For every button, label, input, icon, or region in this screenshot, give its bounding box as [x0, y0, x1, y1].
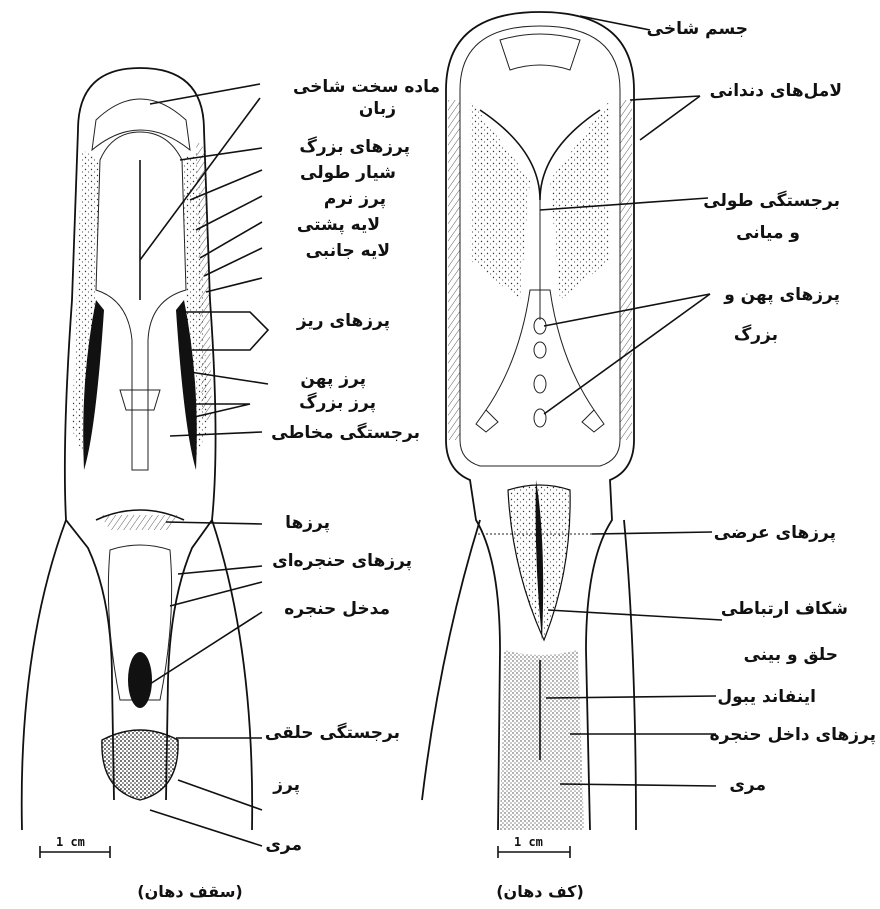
right-papilla-4: [534, 409, 546, 427]
label-esophagus-right: مری: [729, 775, 766, 795]
label-large: بزرگ: [734, 325, 778, 345]
label-papillae: پرزها: [285, 513, 330, 533]
right-lamellae-right: [620, 100, 632, 440]
label-horny-material: ماده سخت شاخی: [293, 77, 440, 97]
label-larynx-entrance: مدخل حنجره: [284, 599, 390, 619]
label-flat-papilla: پرز پهن: [300, 369, 366, 389]
right-stipple-left: [470, 100, 530, 300]
label-lateral-layer: لایه جانبی: [306, 241, 390, 261]
right-papilla-2: [534, 342, 546, 358]
right-lamellae-left: [448, 100, 460, 440]
right-horny-body: [500, 34, 580, 70]
caption-roof: (سقف دهان): [137, 882, 242, 901]
right-papilla-3: [534, 375, 546, 393]
right-side-tab-left: [476, 410, 498, 432]
label-communicating-slit: شکاف ارتباطی: [721, 599, 848, 619]
label-longitudinal-groove: شیار طولی: [300, 163, 396, 183]
label-soft-papilla: پرز نرم: [324, 189, 386, 209]
label-flat-large-papillae: پرزهای پهن و: [723, 285, 840, 305]
right-stipple-right: [550, 100, 610, 300]
right-figure: 1 cm: [422, 12, 636, 858]
label-transverse-papillae: پرزهای عرضی: [714, 523, 836, 543]
left-larynx-opening: [128, 652, 152, 708]
right-infundibulum: [500, 650, 584, 830]
right-scale-label: 1 cm: [514, 835, 543, 849]
left-figure: 1 cm: [22, 68, 253, 858]
label-large-papillae: پرزهای بزرگ: [299, 137, 410, 157]
label-intralaryngeal-papillae: پرزهای داخل حنجره: [710, 725, 876, 745]
label-infundibulum: اینفاند یبول: [717, 687, 816, 707]
label-horny-body: جسم شاخی: [647, 19, 748, 39]
label-and-median: و میانی: [736, 223, 800, 243]
label-esophagus-left: مری: [265, 835, 302, 855]
left-labels: ماده سخت شاخی زبان پرزهای بزرگ شیار طولی…: [265, 77, 440, 855]
label-pharynx-nose: حلق و بینی: [744, 645, 838, 665]
label-longitudinal-ridge: برجستگی طولی: [703, 190, 840, 211]
left-tip-inner: [92, 99, 190, 150]
label-small-papillae: پرزهای ریز: [296, 311, 390, 331]
label-dorsal-layer: لایه پشتی: [297, 215, 380, 235]
caption-floor: (کف دهان): [496, 882, 584, 901]
label-papilla: پرز: [272, 775, 300, 795]
left-scale-label: 1 cm: [56, 835, 85, 849]
left-outer-curve-left: [22, 520, 66, 830]
right-outer-curve-right: [624, 520, 636, 830]
left-flat-papillae: [120, 390, 160, 410]
label-large-papilla: پرز بزرگ: [299, 393, 376, 413]
label-tongue: زبان: [359, 99, 396, 119]
left-outer-curve-right: [212, 520, 252, 830]
left-central-body: [96, 132, 186, 470]
right-side-tab-right: [582, 410, 604, 432]
label-dental-lamellae: لامل‌های دندانی: [710, 81, 842, 101]
label-laryngeal-papillae: پرزهای حنجره‌ای: [272, 551, 412, 571]
label-pharyngeal-ridge: برجستگی حلقی: [265, 722, 400, 743]
label-mucosal-ridge: برجستگی مخاطی: [271, 422, 420, 443]
right-labels: جسم شاخی لامل‌های دندانی برجستگی طولی و …: [647, 19, 876, 795]
right-outer-curve-left: [422, 520, 480, 800]
